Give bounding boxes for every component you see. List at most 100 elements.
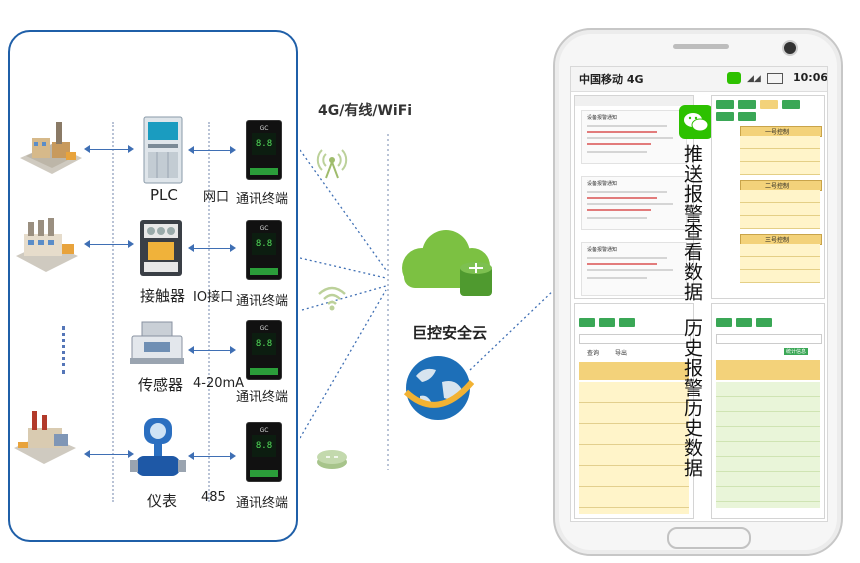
plc-icon (143, 116, 183, 184)
panel-title: 三号控制 (765, 237, 790, 244)
interface-label: 4-20mA (193, 376, 245, 391)
interface-label: 网口 (203, 190, 230, 205)
status-bar: 中国移动 4G ◢◢ 10:06 (571, 67, 827, 92)
panel-title: 二号控制 (765, 183, 790, 190)
camera-icon (782, 40, 798, 56)
terminal-label: 通讯终端 (236, 294, 289, 309)
nav-tab[interactable] (760, 100, 778, 109)
nav-tab[interactable] (619, 318, 635, 327)
table-row (740, 257, 820, 270)
globe-icon (403, 356, 474, 420)
connection-label: 4G/有线/WiFi (318, 103, 413, 119)
table-row (740, 149, 820, 162)
link-arrow (188, 244, 236, 252)
export-button[interactable]: 导出 (615, 350, 628, 357)
phone-screen: 中国移动 4G ◢◢ 10:06 设备报警通知 设备报警通知 设备报警通知 (570, 66, 828, 522)
wechat-status-icon (727, 72, 741, 84)
table-row (740, 244, 820, 257)
mini-header (575, 96, 693, 106)
terminal-label: 通讯终端 (236, 192, 289, 207)
terminal-strip (250, 368, 278, 375)
table-row (740, 190, 820, 203)
link-arrow (188, 146, 236, 154)
router-icon (317, 450, 347, 469)
alarm-history-screen: 查询 导出 (574, 303, 694, 519)
caption-push-alarm: 推送报警 (681, 144, 703, 224)
date-filter[interactable] (716, 334, 822, 344)
interface-label: IO接口 (193, 290, 234, 305)
wechat-icon (679, 105, 713, 139)
nav-tab[interactable] (738, 112, 756, 121)
terminal-display: 8.8 (252, 435, 276, 457)
ellipsis-dots (62, 326, 65, 374)
device-label: 仪表 (147, 492, 178, 510)
device-label: 传感器 (138, 376, 184, 394)
link-arrow (84, 240, 134, 248)
nav-tab[interactable] (716, 100, 734, 109)
sensor-icon (130, 321, 184, 364)
nav-tab[interactable] (756, 318, 772, 327)
terminal-strip (250, 168, 278, 175)
notification-card[interactable]: 设备报警通知 (581, 176, 687, 230)
table-row (740, 270, 820, 283)
caption-view-data: 查看数据 (681, 222, 703, 302)
link-arrow (188, 452, 236, 460)
notifications-screen: 设备报警通知 设备报警通知 设备报警通知 (574, 95, 694, 299)
table-header (716, 360, 820, 380)
antenna-icon (316, 149, 348, 179)
notification-card[interactable]: 设备报警通知 (581, 242, 687, 296)
interface-label: 485 (201, 490, 226, 505)
battery-icon (767, 73, 783, 84)
terminal-brand: GC (259, 125, 269, 132)
terminal-strip (250, 268, 278, 275)
notification-title: 设备报警通知 (587, 181, 618, 187)
nav-tab[interactable] (736, 318, 752, 327)
factory-icon (20, 122, 82, 174)
notification-card[interactable]: 设备报警通知 (581, 110, 687, 164)
terminal-display: 8.8 (252, 133, 276, 155)
link-arrow (188, 346, 236, 354)
signal-icon: ◢◢ (747, 74, 761, 84)
alarm-rows (579, 382, 689, 514)
nav-tab[interactable] (599, 318, 615, 327)
nav-tab[interactable] (738, 100, 756, 109)
device-label: PLC (150, 186, 178, 204)
data-rows (716, 382, 820, 508)
table-row (740, 162, 820, 175)
cloud-icon (402, 230, 492, 296)
terminal-brand: GC (259, 225, 269, 232)
device-label: 接触器 (140, 287, 186, 305)
terminal-display: 8.8 (252, 233, 276, 255)
factory-icon (16, 218, 78, 272)
clock-text: 10:06 (793, 71, 828, 84)
link-arrow (84, 145, 134, 153)
network-links (300, 134, 557, 470)
separator-2 (208, 122, 210, 502)
table-row (740, 216, 820, 229)
nav-tab[interactable] (716, 112, 734, 121)
terminal-brand: GC (259, 325, 269, 332)
terminal-brand: GC (259, 427, 269, 434)
nav-tab[interactable] (716, 318, 732, 327)
table-row (740, 203, 820, 216)
wifi-icon (318, 286, 346, 311)
stats-button[interactable]: 统计信息 (784, 348, 809, 355)
notification-title: 设备报警通知 (587, 247, 618, 253)
link-arrow (84, 450, 134, 458)
cloud-label: 巨控安全云 (412, 324, 488, 342)
comm-terminal: GC 8.8 (246, 120, 282, 180)
nav-tab[interactable] (579, 318, 595, 327)
caption-alarm-history: 历史报警 (681, 318, 703, 398)
query-button[interactable]: 查询 (587, 350, 600, 357)
phone-speaker (673, 44, 729, 49)
nav-tab[interactable] (782, 100, 800, 109)
caption-data-history: 历史数据 (681, 398, 703, 478)
terminal-strip (250, 470, 278, 477)
comm-terminal: GC 8.8 (246, 320, 282, 380)
table-row (740, 136, 820, 149)
date-filter[interactable] (579, 334, 691, 344)
contactor-icon (140, 220, 182, 276)
separator-1 (112, 122, 114, 502)
panel-title: 一号控制 (765, 129, 790, 136)
home-button[interactable] (667, 527, 751, 549)
